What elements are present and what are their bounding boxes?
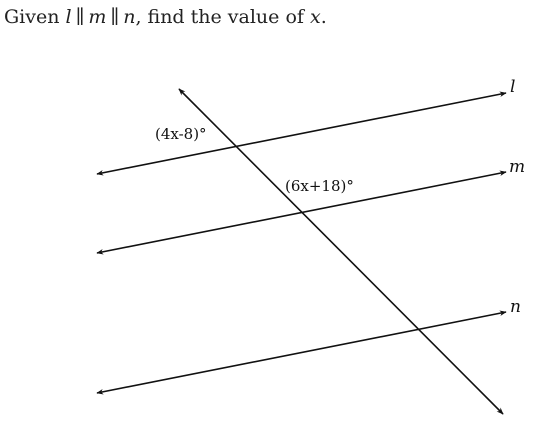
line-l-label: l	[510, 77, 515, 97]
variable-m: m	[88, 6, 107, 28]
variable-n: n	[123, 6, 136, 28]
line-m-label: m	[509, 157, 525, 177]
question-prefix: Given	[4, 6, 66, 28]
parallel-symbol-2: ∥	[110, 6, 120, 28]
transversal-line	[178, 88, 504, 415]
problem-statement: Given l∥m∥n, find the value of x.	[4, 5, 327, 29]
question-middle: , find the value of	[135, 6, 310, 28]
variable-x: x	[309, 6, 321, 28]
variable-l: l	[65, 6, 72, 28]
line-n	[96, 310, 507, 395]
angle-label-middle: (6x+18)°	[285, 177, 354, 195]
angle-label-top: (4x-8)°	[155, 125, 207, 143]
parallel-symbol-1: ∥	[75, 6, 85, 28]
line-n-label: n	[510, 297, 521, 317]
question-suffix: .	[320, 6, 327, 28]
